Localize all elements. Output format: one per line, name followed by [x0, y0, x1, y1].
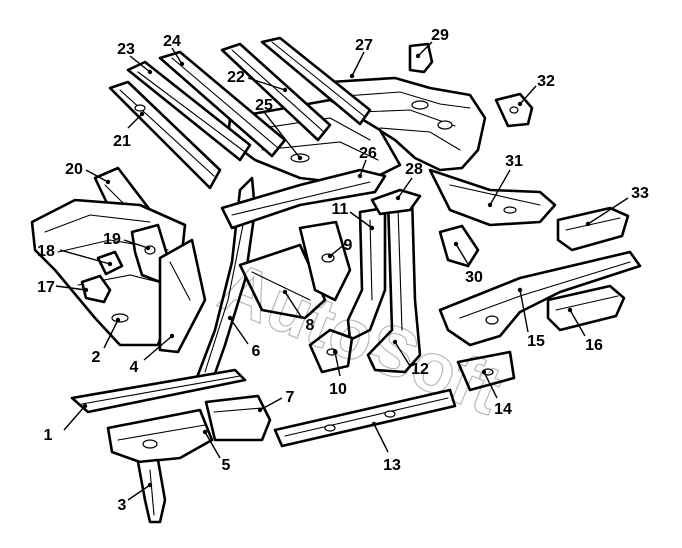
leader-lines: [55, 41, 629, 501]
part-33-reinforcement: [556, 206, 630, 252]
part-30-bracket: [438, 224, 480, 268]
callout-32: 32: [537, 73, 555, 90]
part-12-b-pillar-outer: [366, 194, 422, 374]
callout-30: 30: [465, 269, 483, 286]
part-17-small-bracket: [80, 274, 112, 304]
callout-1: 1: [44, 427, 53, 444]
part-23-cross-member: [126, 60, 252, 162]
callout-19: 19: [103, 231, 121, 248]
part-15-rear-side-rail: [438, 250, 642, 347]
callout-5: 5: [222, 457, 231, 474]
part-6-pillar: [194, 176, 257, 384]
part-8-rocker-inner: [238, 243, 327, 320]
callout-26: 26: [359, 145, 377, 162]
part-31-rear-member: [428, 168, 557, 227]
part-4-reinforcement: [158, 238, 207, 354]
callout-8: 8: [306, 317, 315, 334]
callout-3: 3: [118, 497, 127, 514]
callout-13: 13: [383, 457, 401, 474]
part-29-clip: [408, 42, 434, 74]
part-5-front-member: [106, 408, 214, 464]
part-16-rear-rail-section: [546, 284, 626, 332]
part-24-cross-member: [158, 50, 287, 158]
part-13-sill-outer: [273, 388, 457, 448]
callout-14: 14: [494, 401, 512, 418]
callout-6: 6: [252, 343, 261, 360]
callout-33: 33: [631, 185, 649, 202]
callout-25: 25: [255, 97, 273, 114]
callout-10: 10: [329, 381, 347, 398]
part-28-bracket: [370, 188, 422, 216]
part-3-mount: [136, 458, 167, 524]
part-11-b-pillar-inner: [346, 206, 387, 342]
callout-11: 11: [332, 201, 349, 218]
callout-29: 29: [431, 27, 449, 44]
callout-15: 15: [527, 333, 545, 350]
part-7-block: [204, 394, 272, 442]
callout-18: 18: [37, 243, 55, 260]
callout-20: 20: [65, 161, 83, 178]
part-rear-rail-upper: [260, 36, 372, 126]
callout-23: 23: [117, 41, 135, 58]
callout-17: 17: [37, 279, 55, 296]
callout-7: 7: [286, 389, 295, 406]
callout-4: 4: [130, 359, 139, 376]
callout-9: 9: [344, 237, 353, 254]
callout-12: 12: [411, 361, 429, 378]
part-9-panel: [298, 220, 352, 302]
callout-16: 16: [585, 337, 603, 354]
part-1-sill: [70, 368, 247, 414]
part-21-rail: [108, 80, 222, 190]
callout-31: 31: [505, 153, 523, 170]
callout-28: 28: [405, 161, 423, 178]
callout-22: 22: [227, 69, 245, 86]
callout-2: 2: [92, 349, 101, 366]
part-26-upper-cross-member: [220, 168, 387, 230]
part-32-bracket: [494, 92, 534, 128]
callout-21: 21: [113, 133, 131, 150]
callout-27: 27: [355, 37, 373, 54]
part-14-bracket: [456, 350, 516, 392]
part-22-cross-member: [220, 42, 332, 142]
callout-labels: 1 2 3 4 5 6 7 8 9 10 11 12 13 14 15 16 1…: [37, 27, 649, 514]
callout-24: 24: [163, 33, 181, 50]
